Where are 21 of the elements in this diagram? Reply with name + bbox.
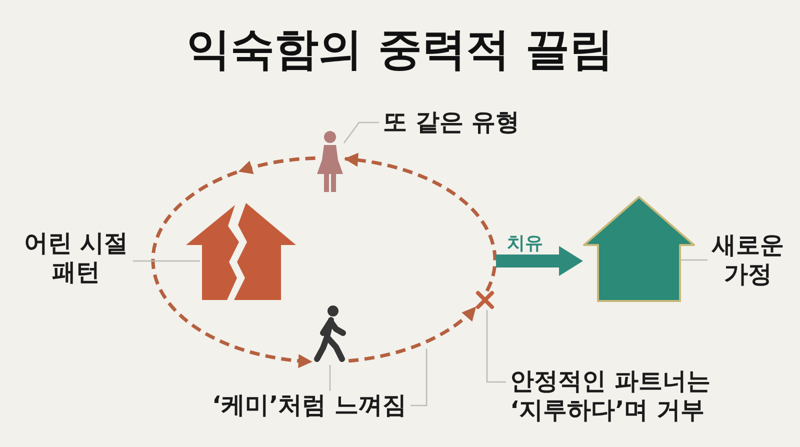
walking-person-icon — [312, 305, 348, 363]
leader-line — [410, 348, 428, 406]
dashed-arrow — [344, 153, 496, 292]
callout-text: 어린 시절 패턴 — [23, 229, 129, 287]
woman-icon — [316, 130, 344, 192]
leader-line — [343, 122, 379, 144]
leader-line — [680, 259, 708, 261]
callout-text: 새로운 가정 — [712, 231, 784, 289]
leader-line — [133, 260, 200, 262]
thick-arrow — [496, 246, 583, 276]
cross-mark-icon — [476, 291, 494, 309]
leader-line — [486, 310, 506, 383]
leader-line — [329, 365, 331, 391]
dashed-arrow — [348, 306, 477, 363]
callout-text: 또 같은 유형 — [383, 108, 520, 137]
house-icon — [583, 196, 695, 302]
edge-label: 치유 — [507, 234, 543, 254]
title: 익숙함의 중력적 끌림 — [186, 24, 614, 76]
callout-text: ‘케미’처럼 느껴짐 — [212, 391, 407, 420]
dashed-arrow — [151, 156, 318, 368]
callout-text: 안정적인 파트너는 ‘지루하다’며 거부 — [510, 367, 712, 425]
